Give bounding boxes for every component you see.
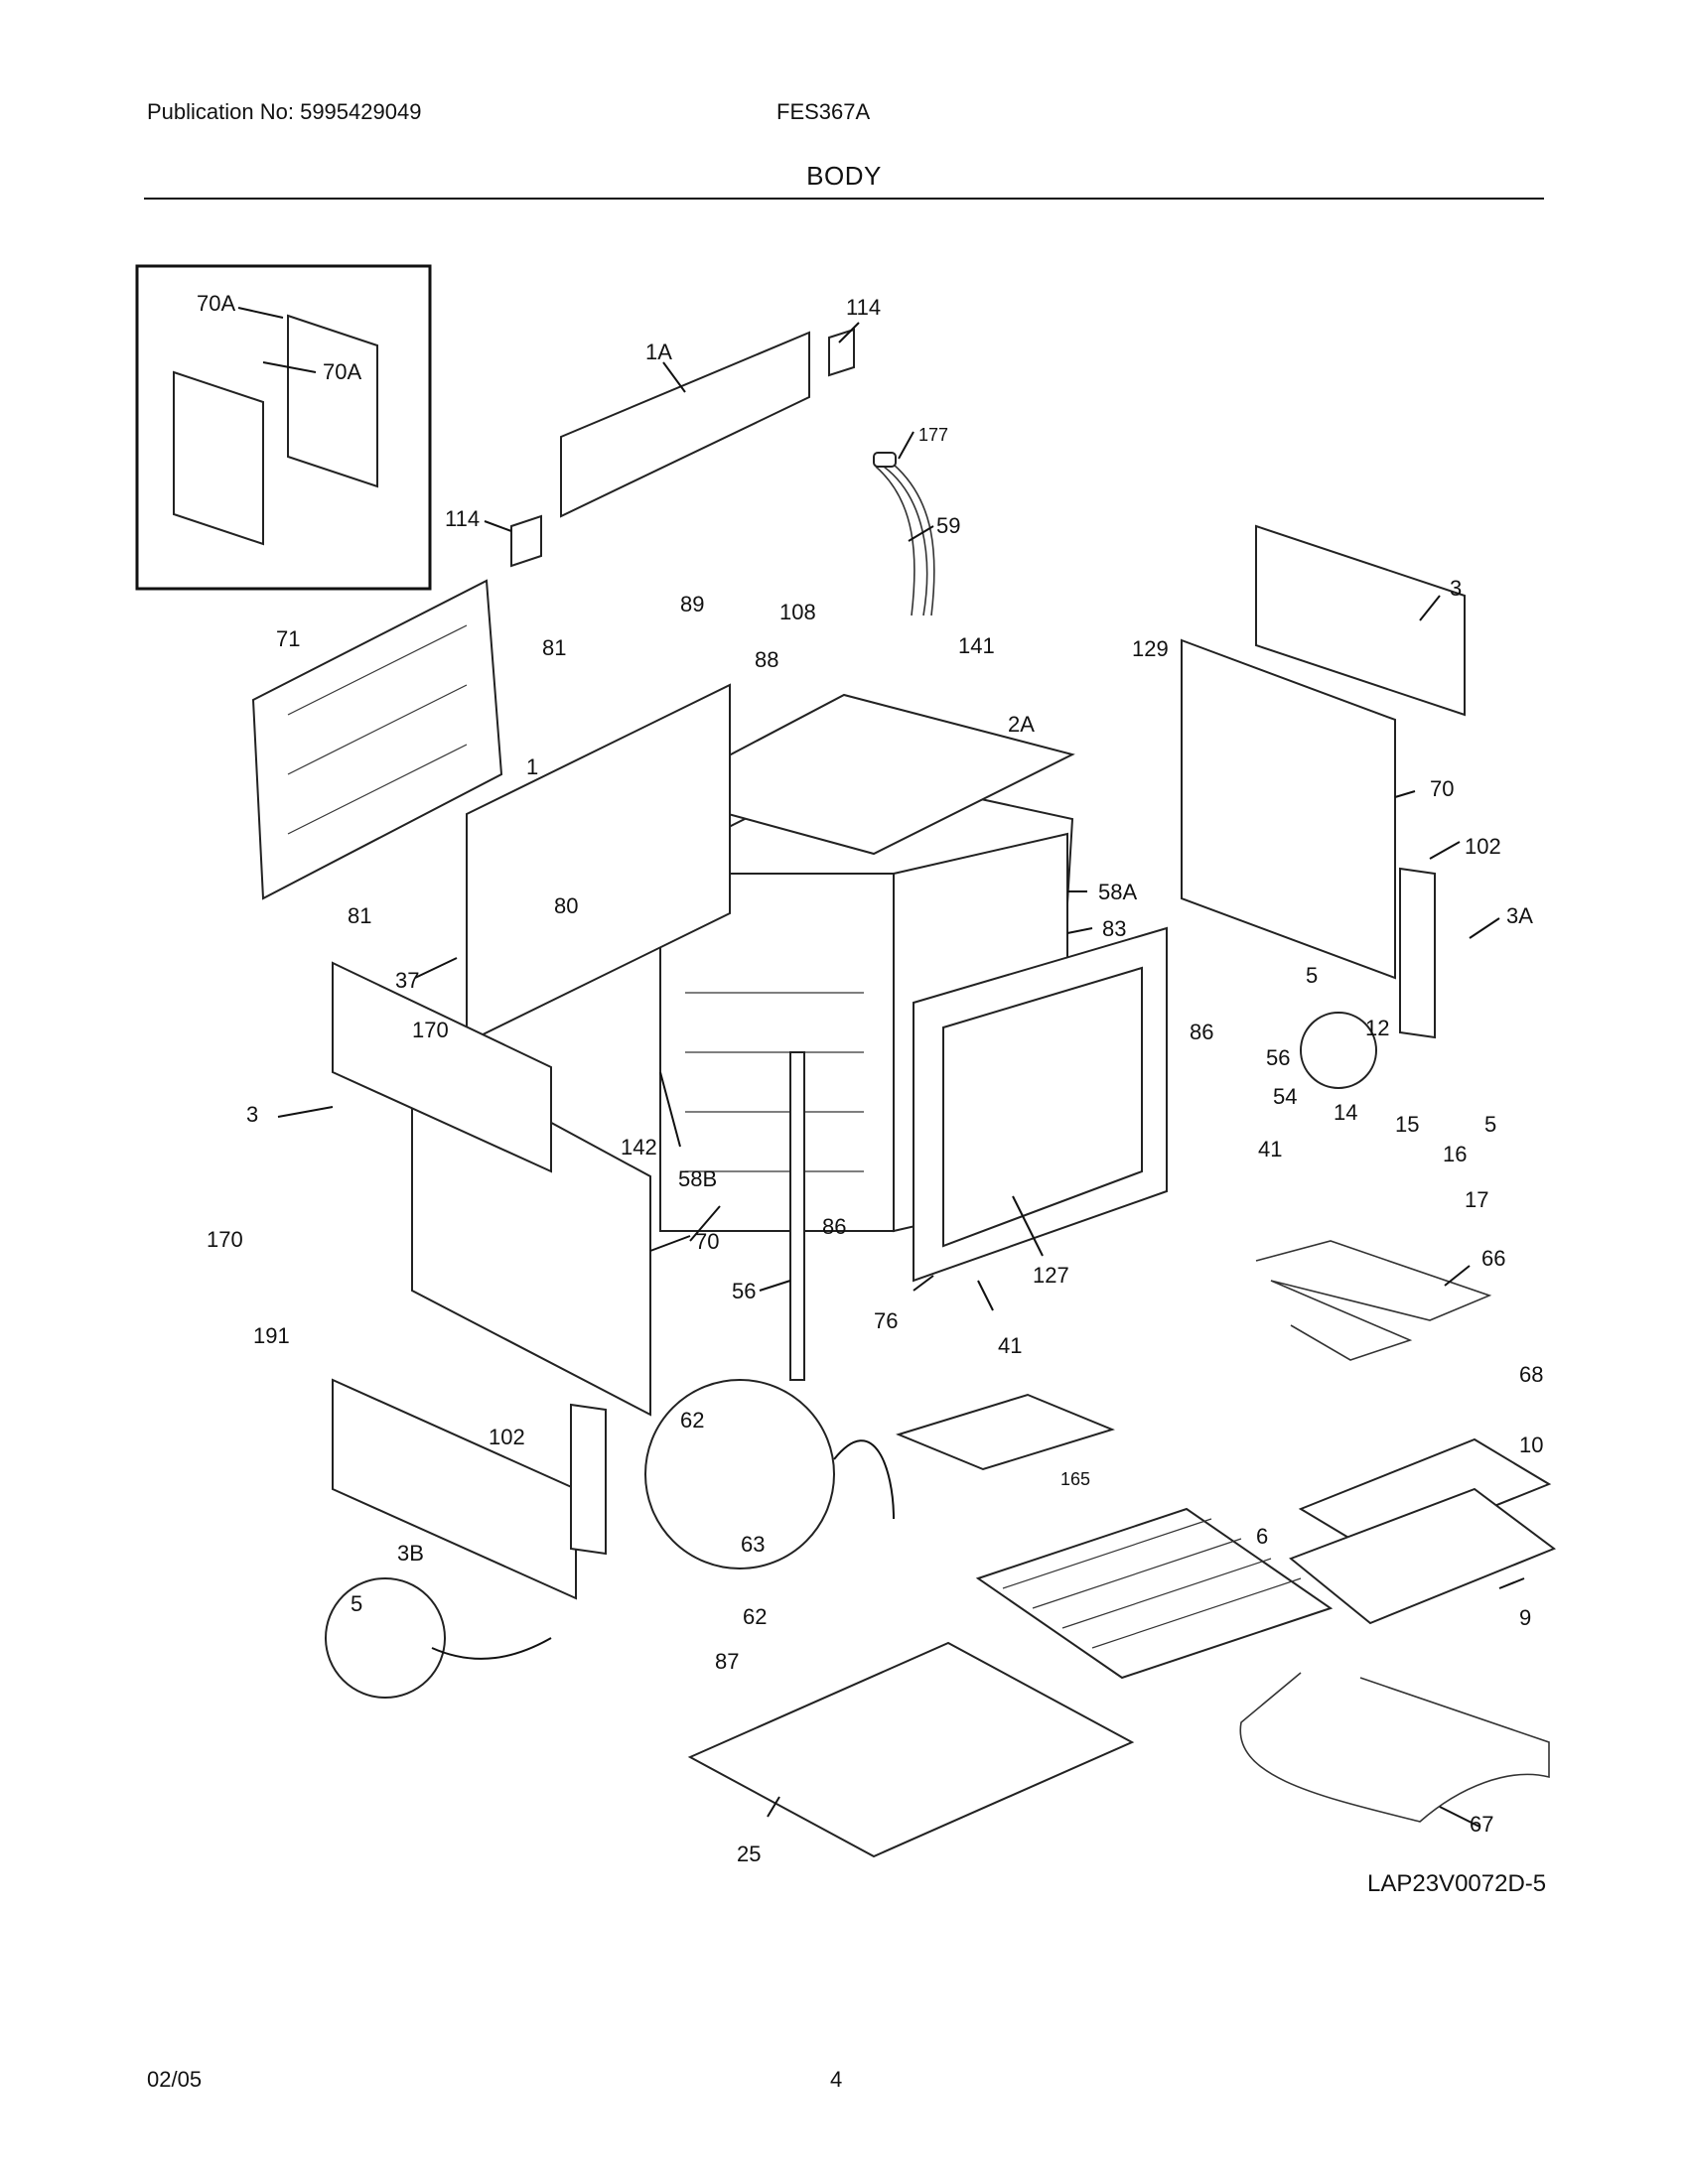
callout: 68 <box>1519 1362 1543 1387</box>
drawing-reference: LAP23V0072D-5 <box>1367 1870 1546 1897</box>
callout: 89 <box>680 592 704 616</box>
header-rule <box>144 198 1544 200</box>
leg-inset-circle <box>325 1577 446 1699</box>
callout-labels: 70A 70A 114 1A 114 177 59 71 81 89 108 8… <box>197 291 1543 1866</box>
callout: 86 <box>1190 1020 1213 1044</box>
callout: 108 <box>779 600 816 624</box>
callout: 41 <box>998 1333 1022 1358</box>
bake-element-67 <box>1239 1672 1550 1823</box>
oven-rack-6 <box>975 1507 1334 1680</box>
callout: 70A <box>197 291 235 316</box>
callout: 170 <box>412 1018 449 1042</box>
leader-lines <box>237 307 1525 1828</box>
leg-inset-arrow <box>431 1637 552 1660</box>
callout: 1A <box>645 340 672 364</box>
side-panel-3-right <box>1255 524 1466 717</box>
callout: 63 <box>741 1532 765 1557</box>
bracket-inset-circle <box>644 1379 835 1570</box>
callout: 41 <box>1258 1137 1282 1161</box>
side-panel-70-right <box>1181 638 1396 980</box>
model-number: FES367A <box>776 99 871 124</box>
callout: 66 <box>1481 1246 1505 1271</box>
callout: 5 <box>351 1591 362 1616</box>
side-trim-102 <box>1399 867 1436 1039</box>
callout: 127 <box>1033 1263 1069 1288</box>
callout: 59 <box>936 513 960 538</box>
section-title: BODY <box>806 161 882 191</box>
door-seal-56 <box>789 1051 805 1381</box>
callout: 81 <box>542 635 566 660</box>
light-inset-12 <box>1300 1012 1377 1089</box>
callout: 10 <box>1519 1433 1543 1457</box>
callout: 5 <box>1484 1112 1496 1137</box>
broil-pan-9 <box>1289 1487 1557 1625</box>
callout: 88 <box>755 647 778 672</box>
callout: 80 <box>554 893 578 918</box>
callout: 58B <box>678 1166 717 1191</box>
callout: 76 <box>874 1308 898 1333</box>
bracket-inset-arrow <box>833 1439 895 1520</box>
callout: 87 <box>715 1649 739 1674</box>
oven-door-frame <box>913 926 1168 1283</box>
callout: 3 <box>1450 576 1462 601</box>
callout: 86 <box>822 1214 846 1239</box>
callout: 9 <box>1519 1605 1531 1630</box>
callout: 114 <box>445 506 480 531</box>
callout: 5 <box>1306 963 1318 988</box>
oven-bottom-25 <box>687 1641 1135 1858</box>
callout: 177 <box>918 425 948 445</box>
callout: 70A <box>323 359 361 384</box>
rear-wall-1 <box>466 683 731 1044</box>
callout: 114 <box>846 295 881 320</box>
callout: 165 <box>1060 1469 1090 1489</box>
inset-frame <box>135 264 432 591</box>
page-number: 4 <box>830 2067 843 2092</box>
callout: 81 <box>348 903 371 928</box>
callout: 62 <box>743 1604 767 1629</box>
callout: 71 <box>276 626 300 651</box>
callout: 1 <box>526 754 538 779</box>
footer-date: 02/05 <box>147 2067 203 2092</box>
callout: 12 <box>1365 1016 1389 1040</box>
callout: 6 <box>1256 1524 1268 1549</box>
callout: 62 <box>680 1408 704 1433</box>
inset-panels <box>173 314 378 546</box>
callout: 15 <box>1395 1112 1419 1137</box>
callout: 83 <box>1102 916 1126 941</box>
side-panel-70-left <box>332 961 651 1417</box>
top-panel <box>652 693 1075 856</box>
back-panel-1a <box>510 328 855 568</box>
callout: 102 <box>1465 834 1501 859</box>
callout: 25 <box>737 1842 761 1866</box>
callout: 56 <box>1266 1045 1290 1070</box>
callout: 191 <box>253 1323 290 1348</box>
callout: 102 <box>489 1425 525 1449</box>
trim-102-left <box>570 1403 607 1556</box>
callout: 16 <box>1443 1142 1467 1166</box>
publication-number: Publication No: 5995429049 <box>147 99 422 124</box>
callout: 70 <box>1430 776 1454 801</box>
callout: 142 <box>621 1135 657 1160</box>
callout: 54 <box>1273 1084 1297 1109</box>
callout: 2A <box>1008 712 1035 737</box>
callout: 3B <box>397 1541 424 1566</box>
callout: 58A <box>1098 880 1137 904</box>
broil-element-66 <box>1255 1240 1492 1361</box>
callout: 170 <box>207 1227 243 1252</box>
kick-plate-3b <box>332 1378 577 1600</box>
callout: 141 <box>958 633 995 658</box>
callout: 56 <box>732 1279 756 1303</box>
callout: 67 <box>1470 1812 1493 1837</box>
callout: 129 <box>1132 636 1169 661</box>
callout: 17 <box>1465 1187 1488 1212</box>
callout: 37 <box>395 968 419 993</box>
callout: 3 <box>246 1102 258 1127</box>
callout: 14 <box>1334 1100 1357 1125</box>
side-panel-71 <box>251 579 503 900</box>
oven-liner-165 <box>896 1393 1115 1471</box>
callout: 70 <box>695 1229 719 1254</box>
vent-tube-59 <box>873 452 935 616</box>
callout: 3A <box>1506 903 1533 928</box>
